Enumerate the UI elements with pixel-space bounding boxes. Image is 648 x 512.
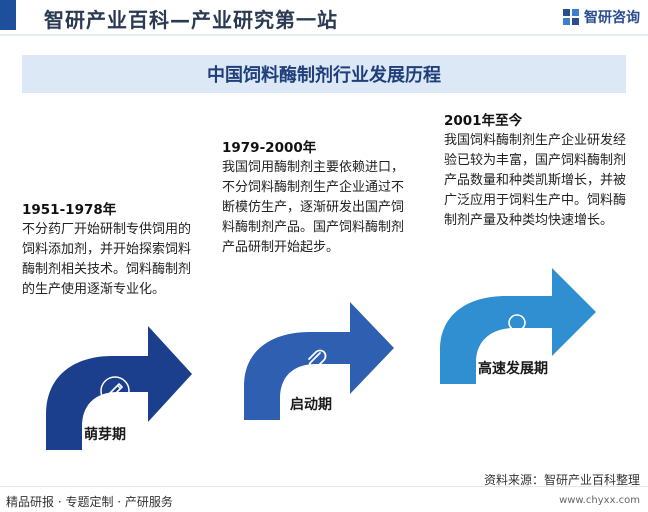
stage-1-period: 1951-1978年 [22, 202, 117, 218]
stage-2-arrow [244, 302, 394, 420]
header-divider [0, 34, 648, 36]
site-title: 智研产业百科—产业研究第一站 [44, 8, 338, 32]
stage-3-text: 2001年至今 我国饲料酶制剂生产企业研发经验已较为丰富，国产饲料酶制剂产品数量… [444, 111, 628, 231]
header: 智研产业百科—产业研究第一站 智研咨询 [0, 0, 648, 36]
stage-3-period: 2001年至今 [444, 113, 523, 129]
title-banner: 中国饲料酶制剂行业发展历程 [22, 55, 626, 93]
stage-3-label: 高速发展期 [478, 361, 548, 377]
brand-icon [563, 9, 579, 25]
stage-2-label: 启动期 [290, 397, 332, 413]
footer-source: 资料来源：智研产业百科整理 [483, 473, 640, 487]
stage-1-text: 1951-1978年 不分药厂开始研制专供饲用的饲料添加剂，并开始探索饲料酶制剂… [22, 200, 198, 300]
header-accent-bar [0, 0, 16, 30]
stage-2-text: 1979-2000年 我国饲用酶制剂主要依赖进口，不分饲料酶制剂生产企业通过不断… [222, 138, 406, 258]
stage-1-description: 不分药厂开始研制专供饲用的饲料添加剂，并开始探索饲料酶制剂相关技术。饲料酶制剂的… [22, 222, 192, 297]
stage-2-period: 1979-2000年 [222, 140, 317, 156]
stage-3-description: 我国饲料酶制剂生产企业研发经验已较为丰富，国产饲料酶制剂产品数量和种类凯斯增长，… [444, 133, 627, 228]
pencil-icon [100, 376, 130, 406]
diagram-title: 中国饲料酶制剂行业发展历程 [207, 65, 441, 86]
brand-name: 智研咨询 [584, 10, 640, 26]
footer-url[interactable]: www.chyxx.com [559, 495, 640, 506]
footer-services: 精品研报 · 专题定制 · 产研服务 [6, 495, 173, 509]
paperclip-icon [308, 349, 327, 370]
stage-1-arrow [46, 326, 192, 450]
footer: 精品研报 · 专题定制 · 产研服务 资料来源：智研产业百科整理 www.chy… [0, 473, 648, 512]
lightbulb-icon [508, 314, 526, 340]
stage-3-arrow [440, 268, 596, 384]
brand-logo[interactable]: 智研咨询 [562, 7, 640, 27]
stage-1-label: 萌芽期 [84, 427, 126, 443]
stage-2-description: 我国饲用酶制剂主要依赖进口，不分饲料酶制剂生产企业通过不断模仿生产，逐渐研发出国… [222, 160, 405, 255]
